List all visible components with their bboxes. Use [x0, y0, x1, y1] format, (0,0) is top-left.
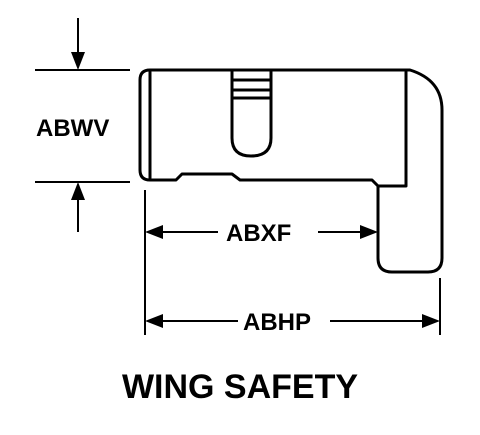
part-body-outline [138, 68, 444, 274]
abxf-arrowhead-left [145, 225, 163, 239]
dim-label-body-length: ABXF [226, 220, 291, 247]
abxf-arrowhead-right [360, 225, 378, 239]
dim-label-overall-length: ABHP [243, 309, 311, 336]
abhp-arrowhead-left [145, 314, 163, 328]
dim-label-height: ABWV [36, 115, 109, 142]
part-step-line [376, 178, 408, 188]
arrowhead-down [71, 52, 85, 70]
part-slot [230, 68, 273, 158]
drawing-title: WING SAFETY [122, 368, 358, 406]
arrowhead-up [71, 182, 85, 200]
abhp-arrowhead-right [422, 314, 440, 328]
